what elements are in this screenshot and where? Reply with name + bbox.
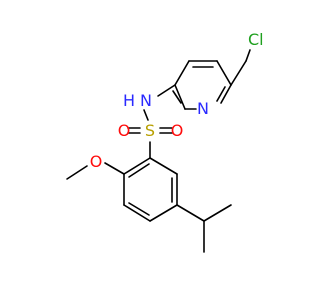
bond bbox=[149, 157, 178, 175]
bond bbox=[128, 202, 150, 216]
pyridine-nitrogen-label: N bbox=[197, 99, 209, 118]
bond bbox=[216, 60, 232, 86]
chlorine-label: Cl bbox=[248, 30, 264, 49]
sulfonyl-oxygen-right-label: O bbox=[171, 121, 184, 140]
bond bbox=[230, 60, 247, 86]
amide-nitrogen-label: N bbox=[140, 91, 152, 110]
atom-labels: Cl N H N S O O O bbox=[90, 30, 264, 171]
bond bbox=[176, 204, 205, 222]
bond bbox=[66, 165, 88, 180]
molecule-canvas: Cl N H N S O O O bbox=[66, 30, 264, 253]
bond bbox=[128, 163, 150, 178]
bond bbox=[123, 157, 151, 175]
bond bbox=[172, 90, 182, 104]
bond bbox=[174, 84, 186, 110]
bond bbox=[157, 84, 176, 97]
bond bbox=[174, 60, 190, 86]
bond bbox=[216, 86, 226, 102]
structure-diagram: Cl N H N S O O O bbox=[66, 30, 264, 253]
sulfur-label: S bbox=[145, 121, 155, 140]
bond bbox=[143, 109, 149, 121]
bond bbox=[245, 49, 251, 62]
sulfonyl-oxygen-left-label: O bbox=[118, 121, 131, 140]
bond bbox=[123, 204, 151, 222]
methoxy-oxygen-label: O bbox=[90, 152, 103, 171]
bond bbox=[220, 84, 232, 104]
bond bbox=[104, 162, 125, 175]
bond bbox=[149, 204, 178, 222]
bond bbox=[203, 204, 232, 222]
amide-hydrogen-label: H bbox=[123, 91, 135, 110]
bonds bbox=[66, 49, 251, 253]
